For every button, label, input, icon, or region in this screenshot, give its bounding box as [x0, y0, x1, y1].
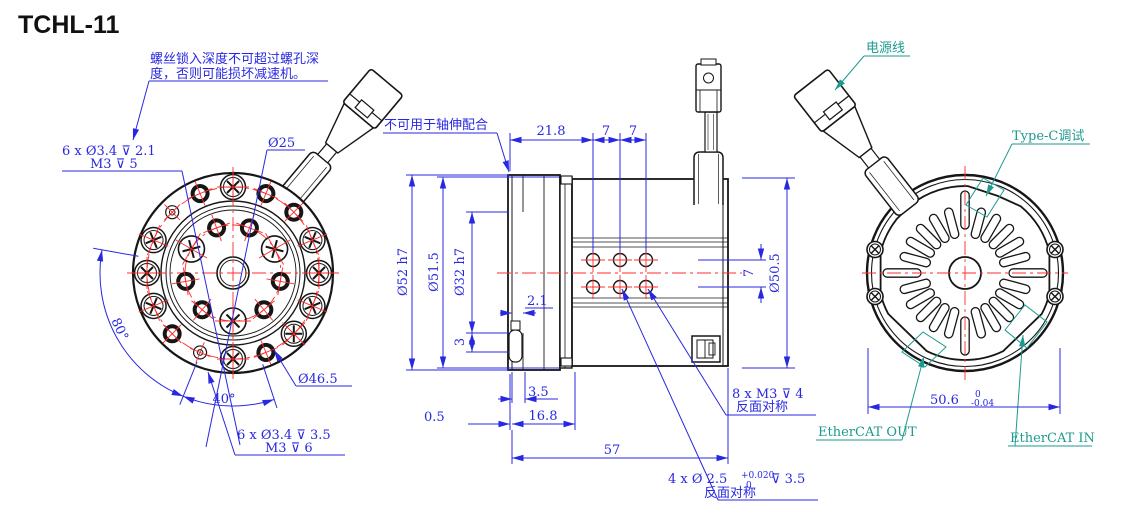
front-note-line2: 度，否则可能损坏减速机。 [150, 66, 306, 82]
back-label-power: 电源线 [866, 41, 905, 56]
side-view: 21.8 7 7 Ø52 h7 Ø51.5 Ø32 h7 3 2.1 [383, 58, 818, 501]
back-view: 电源线 Type-C调试 EtherCAT OUT EtherCAT IN 50… [793, 41, 1095, 447]
front-angle-dims [93, 149, 278, 448]
front-dim-bolt-bottom-1: 6 x Ø3.4 ⊽ 3.5 [237, 428, 331, 443]
side-note-m3-1: 8 x M3 ⊽ 4 [732, 387, 804, 402]
side-note-shaft: 不可用于轴伸配合 [384, 118, 488, 133]
side-note-pin-1: 4 x Ø 2.5 [668, 472, 727, 487]
back-port-ethercat-out [901, 331, 947, 368]
front-dim-bolt-bottom-2: M3 ⊽ 6 [265, 441, 313, 456]
side-rear-connector [691, 335, 721, 363]
front-dim-d46-5: Ø46.5 [298, 372, 338, 387]
side-dim-57: 57 [604, 443, 621, 458]
side-dim-d32: Ø32 h7 [453, 248, 468, 296]
front-dim-d25: Ø25 [268, 136, 295, 151]
back-label-ethercat-out: EtherCAT OUT [818, 425, 917, 440]
side-dim-3-5: 3.5 [528, 385, 549, 400]
back-power-cable [793, 69, 919, 216]
back-port-ethercat-in [1004, 304, 1048, 349]
front-view: 螺丝锁入深度不可超过螺孔深 度，否则可能损坏减速机。 6 x Ø3.4 ⊽ 2.… [62, 51, 403, 456]
back-port-typec [965, 177, 1005, 218]
side-dim-7a: 7 [602, 124, 610, 139]
side-dim-7b: 7 [629, 124, 637, 139]
page-title: TCHL-11 [18, 11, 120, 39]
front-dim-bolt-top-1: 6 x Ø3.4 ⊽ 2.1 [62, 144, 156, 159]
side-dims: 21.8 7 7 Ø52 h7 Ø51.5 Ø32 h7 3 2.1 [396, 124, 795, 464]
side-dim-2-1: 2.1 [527, 294, 548, 309]
side-note-pin-tol-top: +0.020 [741, 471, 775, 481]
front-dim-angle-40: 40° [212, 392, 235, 407]
side-mounting-holes [581, 248, 658, 299]
back-label-ethercat-in: EtherCAT IN [1010, 431, 1095, 446]
side-dim-7-right: 7 [742, 269, 757, 277]
side-note-m3-2: 反面对称 [736, 400, 788, 415]
side-note-pin-2: 反面对称 [704, 486, 756, 501]
side-dim-d51-5: Ø51.5 [427, 252, 442, 292]
side-power-connector [693, 58, 724, 205]
back-label-typec: Type-C调试 [1012, 129, 1084, 144]
side-dim-d50-5: Ø50.5 [768, 253, 783, 293]
front-dim-bolt-top-2: M3 ⊽ 5 [90, 157, 138, 172]
back-dim-50-6-tol-bottom: -0.04 [971, 399, 994, 409]
back-dim-50-6-group: 50.6 0 -0.04 [867, 348, 1061, 414]
side-note-pin-tol-bottom: 0 [746, 481, 752, 491]
side-dim-3: 3 [453, 338, 468, 346]
side-setscrew-slot [508, 329, 523, 363]
side-dim-d52: Ø52 h7 [396, 248, 411, 296]
side-note-pin-depth: ⊽ 3.5 [771, 472, 805, 487]
side-dim-16-8: 16.8 [529, 409, 558, 424]
side-dim-21-8: 21.8 [537, 124, 566, 139]
front-dim-angle-80: 80° [108, 316, 131, 343]
back-dim-50-6-tol-top: 0 [975, 390, 981, 400]
front-note-line1: 螺丝锁入深度不可超过螺孔深 [150, 51, 319, 67]
back-dim-50-6: 50.6 [930, 393, 959, 408]
side-dim-0-5: 0.5 [424, 410, 445, 425]
